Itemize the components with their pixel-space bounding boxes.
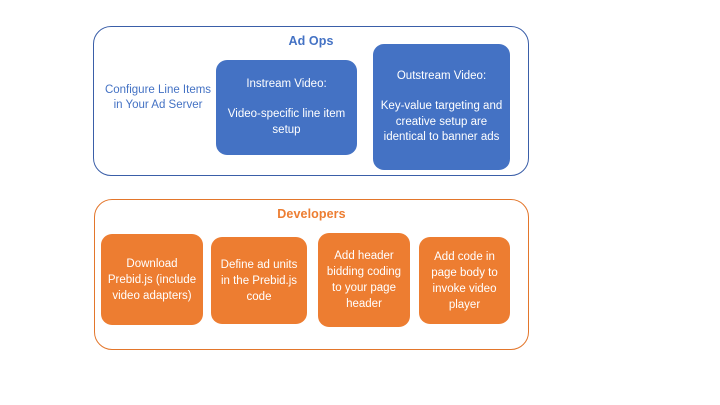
group-title-ad-ops: Ad Ops (288, 34, 334, 48)
card-download-prebid[interactable]: Download Prebid.js (include video adapte… (101, 234, 203, 325)
card-add-page-body-code[interactable]: Add code in page body to invoke video pl… (419, 237, 510, 324)
card-add-page-body-code-body: Add code in page body to invoke video pl… (431, 250, 498, 311)
card-outstream-video-heading: Outstream Video: (396, 69, 487, 82)
card-outstream-video[interactable]: Outstream Video: Key-value targeting and… (373, 44, 510, 170)
group-title-developers: Developers (277, 207, 346, 221)
card-outstream-video-body: Key-value targeting and creative setup a… (380, 100, 503, 143)
card-instream-video-body: Video-specific line item setup (227, 108, 346, 136)
card-define-ad-units[interactable]: Define ad units in the Prebid.js code (211, 237, 307, 324)
card-define-ad-units-body: Define ad units in the Prebid.js code (220, 258, 298, 303)
card-instream-video-heading: Instream Video: (246, 77, 327, 90)
card-add-header-bidding-code[interactable]: Add header bidding coding to your page h… (318, 233, 410, 327)
card-download-prebid-body: Download Prebid.js (include video adapte… (107, 257, 197, 302)
card-instream-video[interactable]: Instream Video: Video-specific line item… (216, 60, 357, 155)
text-configure-line-items: Configure Line Items in Your Ad Server (104, 83, 212, 112)
card-add-header-bidding-code-body: Add header bidding coding to your page h… (326, 250, 402, 310)
